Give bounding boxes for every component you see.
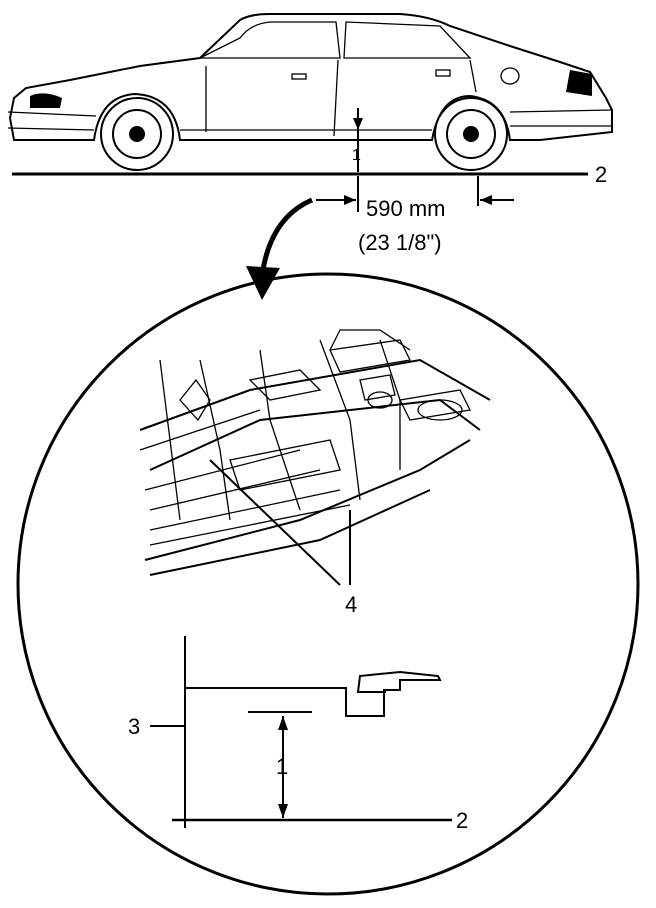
height-detail-diagram: 3 1 2 bbox=[128, 636, 468, 833]
callout-2-bottom: 2 bbox=[456, 808, 468, 833]
lift-point-callout: 4 bbox=[209, 459, 357, 617]
callout-1-bottom: 1 bbox=[276, 754, 288, 779]
detail-circle bbox=[16, 272, 640, 896]
callout-2-top: 2 bbox=[595, 162, 607, 187]
detail-pointer-arrow bbox=[246, 197, 314, 300]
callout-1-top: 1 bbox=[352, 147, 361, 164]
callout-3: 3 bbox=[128, 714, 140, 739]
car-side-view bbox=[7, 13, 613, 171]
underbody-frame-sketch bbox=[139, 329, 491, 576]
dimension-imperial: (23 1/8") bbox=[358, 230, 442, 255]
callout-4: 4 bbox=[345, 592, 357, 617]
height-arrow-top: 1 bbox=[352, 108, 363, 172]
front-wheel bbox=[100, 97, 174, 171]
rear-wheel bbox=[434, 97, 508, 171]
dimension-590mm: 590 mm (23 1/8") bbox=[316, 176, 514, 255]
dimension-metric: 590 mm bbox=[366, 196, 445, 221]
